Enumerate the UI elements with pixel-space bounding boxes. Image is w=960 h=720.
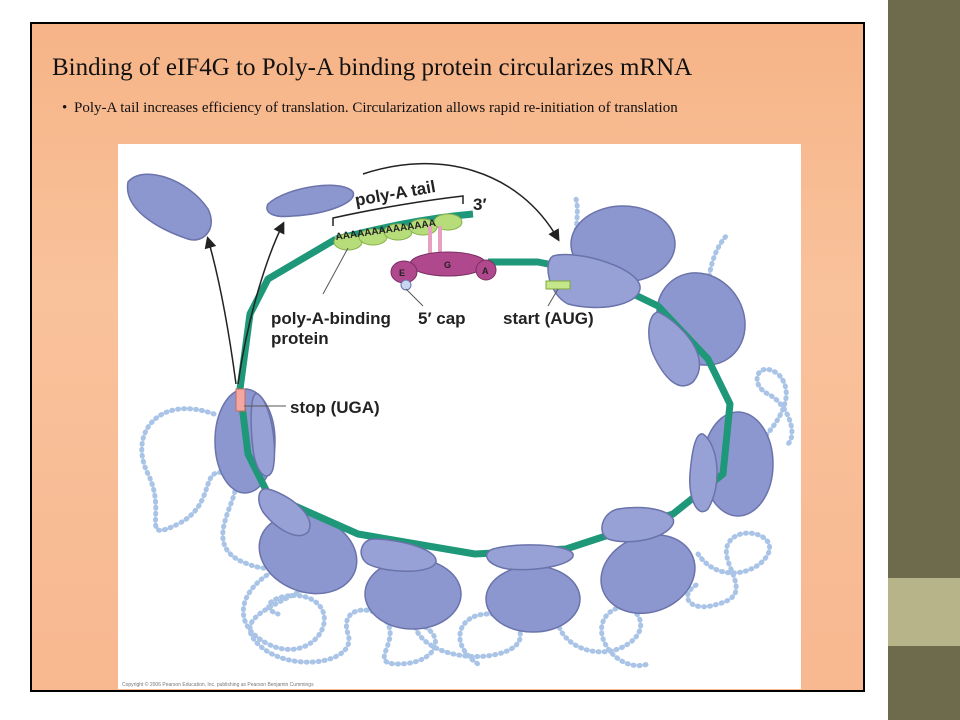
polypeptide-chain [247,571,438,667]
slide-frame: Binding of eIF4G to Poly-A binding prote… [30,22,865,692]
pabp-label-line2: protein [271,329,329,348]
factor-a-label: A [482,266,489,276]
start-leader-line [547,288,559,307]
reinitiation-arrow [362,163,560,242]
pabp-label-line1: poly-A-binding [271,309,391,328]
polypeptide-chain [685,530,773,610]
five-prime-cap-mark [400,279,412,291]
bullet-marker: • [62,100,68,116]
eif4a-factor [475,259,497,281]
ribosome-small-subunit [601,506,675,543]
ribosome-small-subunit [258,488,311,537]
ribosome-small-subunit [486,544,574,571]
released-large-subunit [126,173,212,241]
start-codon-label: start (AUG) [503,309,594,328]
slide-title: Binding of eIF4G to Poly-A binding prote… [52,54,693,81]
copyright-notice: Copyright © 2006 Pearson Education, Inc.… [122,681,314,688]
poly-a-brace [332,195,464,226]
factor-g-label: G [444,260,451,270]
three-prime-label: 3′ [473,195,487,214]
cap-leader-line [405,288,424,307]
polypeptide-chain [754,366,795,447]
release-arrow [237,221,285,385]
eif4-complex: E G A [390,226,497,291]
polypeptide-chain [411,601,523,667]
released-small-subunit [266,184,355,218]
factor-e-label: E [399,268,405,278]
stop-codon-mark [235,388,246,412]
polypeptide-chain [240,561,327,652]
ribosome-small-subunit [648,311,701,387]
ribosome-small-subunit [250,392,276,477]
ribosome-small-subunit [360,538,437,572]
pabp-leader-line [322,247,349,295]
five-prime-cap-label: 5′ cap [418,309,466,328]
ribosome-small-subunit [689,433,718,513]
slide-side-accent [888,578,960,646]
poly-a-tail: AAAAAAAAAAAAAA [333,210,474,251]
stop-codon-label: stop (UGA) [290,398,380,417]
mrna-diagram: AAAAAAAAAAAAAA E G A [122,163,795,688]
start-codon-mark [545,280,571,290]
circularized-mrna-figure: AAAAAAAAAAAAAA E G A [118,144,801,689]
ribosome-large-subunit [485,565,581,633]
mrna-strand [236,235,734,558]
polypeptide-chain [554,601,651,669]
release-arrow [204,236,237,385]
slide-bullet: Poly-A tail increases efficiency of tran… [74,100,678,116]
